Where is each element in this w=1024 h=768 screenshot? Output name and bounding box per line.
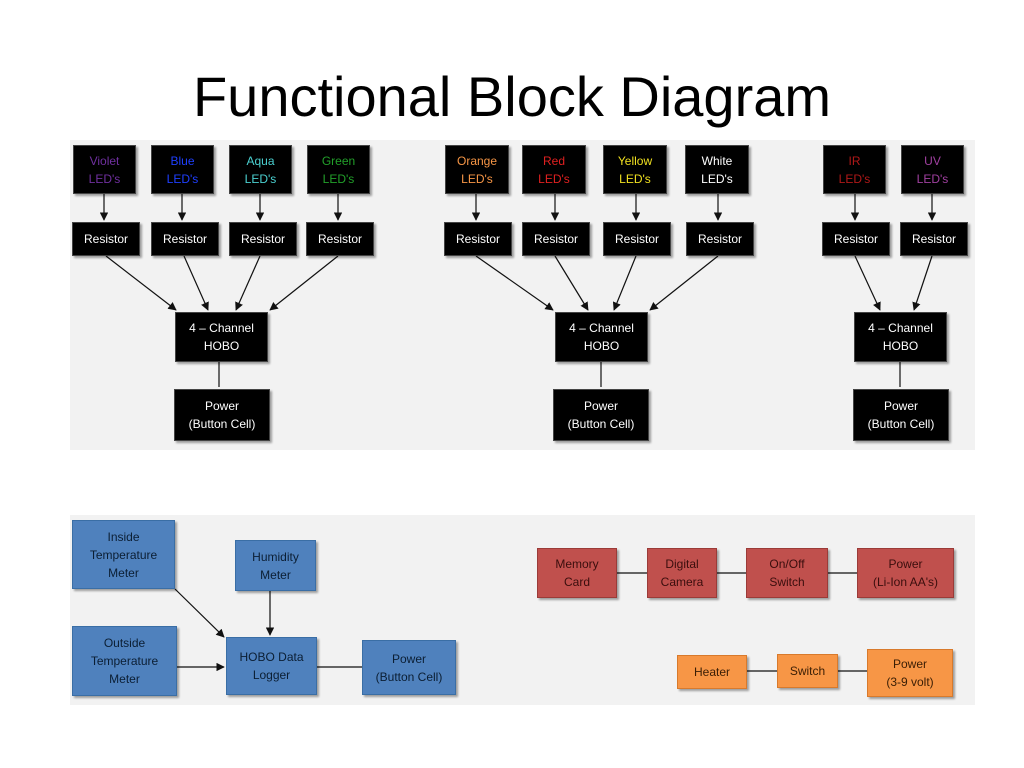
heater: Heater	[677, 655, 747, 689]
led-label: LED's	[88, 171, 121, 186]
resistor: Resistor	[306, 222, 374, 256]
hobo-4-channel: 4 – Channel HOBO	[854, 312, 947, 362]
power-button-cell: Power (Button Cell)	[174, 389, 270, 441]
digital-camera: Digital Camera	[647, 548, 717, 598]
led-label: LED's	[916, 171, 949, 186]
humidity-meter: Humidity Meter	[235, 540, 316, 591]
led-uv: UV LED's	[901, 145, 964, 194]
power-button-cell: Power (Button Cell)	[853, 389, 949, 441]
resistor: Resistor	[522, 222, 590, 256]
resistor: Resistor	[229, 222, 297, 256]
led-violet: Violet LED's	[73, 145, 136, 194]
led-label: LED's	[538, 171, 570, 186]
page-title: Functional Block Diagram	[192, 65, 832, 128]
led-white: White LED's	[685, 145, 749, 194]
led-color-name: Violet	[89, 153, 120, 168]
led-label: LED's	[701, 171, 733, 186]
led-color-name: Aqua	[246, 153, 275, 168]
led-ir: IR LED's	[823, 145, 886, 194]
hobo-4-channel: 4 – Channel HOBO	[555, 312, 648, 362]
power-button-cell: Power (Button Cell)	[553, 389, 649, 441]
heater-switch: Switch	[777, 654, 838, 688]
resistor: Resistor	[822, 222, 890, 256]
led-blue: Blue LED's	[151, 145, 214, 194]
outside-temperature-meter: Outside Temperature Meter	[72, 626, 177, 696]
power-button-cell: Power (Button Cell)	[362, 640, 456, 695]
on-off-switch: On/Off Switch	[746, 548, 828, 598]
led-yellow: Yellow LED's	[603, 145, 667, 194]
led-label: LED's	[166, 171, 199, 186]
led-label: LED's	[322, 171, 355, 186]
led-label: LED's	[619, 171, 651, 186]
hobo-data-logger: HOBO Data Logger	[226, 637, 317, 695]
led-label: LED's	[461, 171, 493, 186]
memory-card: Memory Card	[537, 548, 617, 598]
resistor: Resistor	[603, 222, 671, 256]
led-aqua: Aqua LED's	[229, 145, 292, 194]
resistor: Resistor	[151, 222, 219, 256]
resistor: Resistor	[72, 222, 140, 256]
resistor: Resistor	[900, 222, 968, 256]
led-color-name: Red	[542, 153, 565, 168]
led-label: LED's	[838, 171, 871, 186]
power-3-9-volt: Power (3-9 volt)	[867, 649, 953, 697]
led-orange: Orange LED's	[445, 145, 509, 194]
led-color-name: UV	[924, 153, 941, 168]
hobo-4-channel: 4 – Channel HOBO	[175, 312, 268, 362]
led-color-name: IR	[848, 153, 861, 168]
led-color-name: Yellow	[617, 153, 653, 168]
inside-temperature-meter: Inside Temperature Meter	[72, 520, 175, 589]
led-green: Green LED's	[307, 145, 370, 194]
led-color-name: Green	[321, 153, 356, 168]
led-red: Red LED's	[522, 145, 586, 194]
led-color-name: Orange	[456, 153, 498, 168]
resistor: Resistor	[444, 222, 512, 256]
led-label: LED's	[244, 171, 277, 186]
led-color-name: White	[701, 153, 733, 168]
resistor: Resistor	[686, 222, 754, 256]
power-li-ion: Power (Li-Ion AA's)	[857, 548, 954, 598]
led-color-name: Blue	[170, 153, 195, 168]
